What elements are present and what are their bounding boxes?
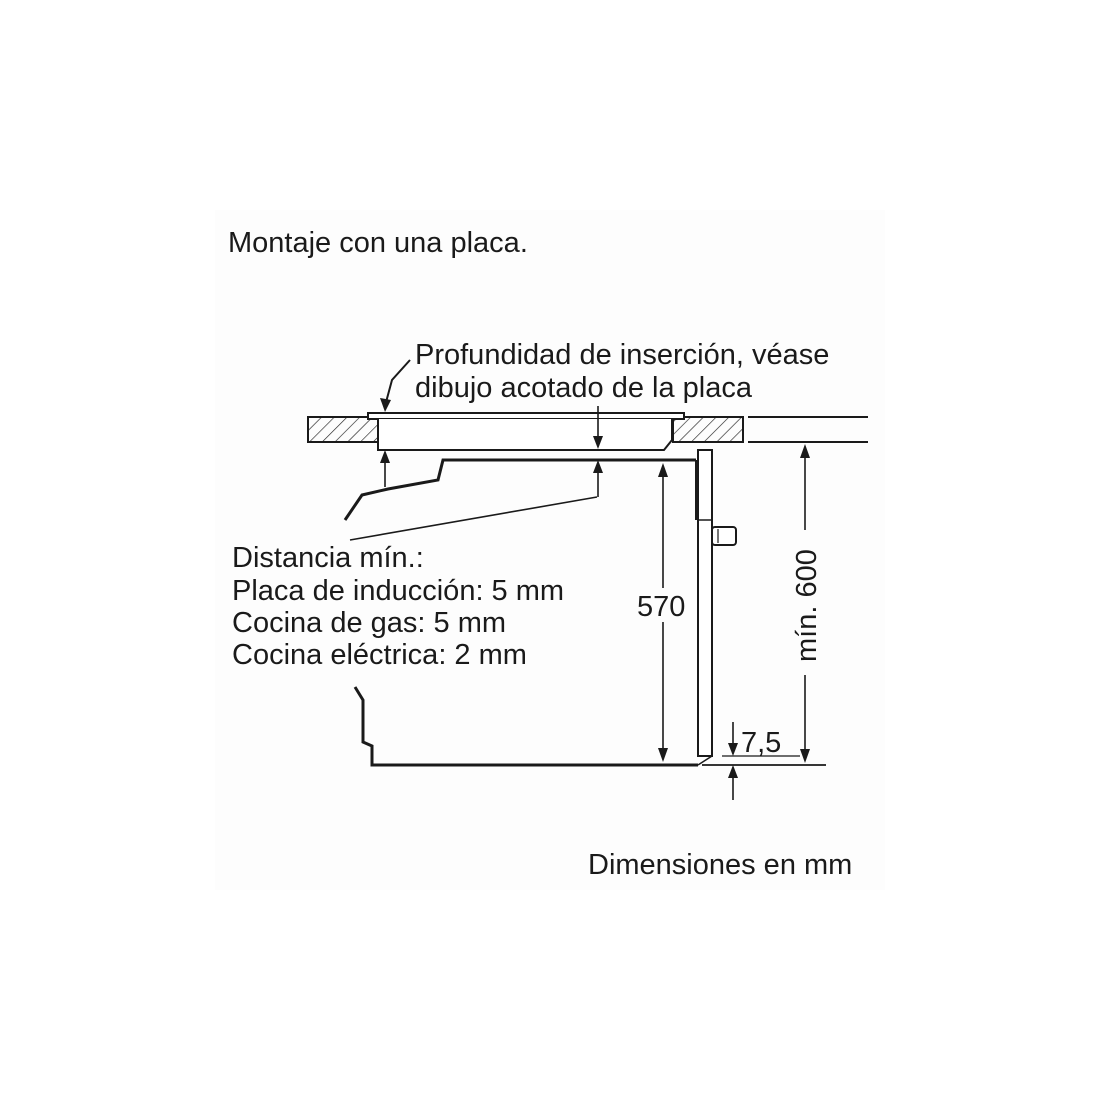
dimension-niche-height: mín. 600 — [791, 444, 823, 763]
oven-door — [697, 449, 713, 757]
insertion-leader-arrow — [380, 398, 391, 412]
distance-note-heading: Distancia mín.: — [232, 542, 424, 574]
dimension-bottom-gap: 7,5 — [702, 722, 826, 800]
oven-bottom-profile — [353, 686, 698, 767]
hob-gap-arrow-bottom-head — [593, 460, 603, 473]
dim-7-5-label: 7,5 — [741, 727, 781, 759]
hob-glass — [367, 412, 685, 420]
insertion-leader-line — [384, 359, 411, 407]
dim-570-label-bg — [634, 588, 692, 622]
dim-7-5-arrow-bottom — [728, 765, 738, 778]
insertion-note-line2: dibujo acotado de la placa — [415, 372, 753, 404]
oven-knob — [711, 526, 737, 546]
dimensions-footer: Dimensiones en mm — [588, 849, 852, 881]
dimension-appliance-height: 570 — [634, 463, 692, 762]
oven-top-profile — [343, 458, 696, 521]
insertion-note-line1: Profundidad de inserción, véase — [415, 339, 829, 371]
distance-leader-line — [349, 496, 598, 541]
distance-note-line-induction: Placa de inducción: 5 mm — [232, 575, 564, 607]
oven-door-bottom — [697, 755, 713, 766]
dim-7-5-arrow-top — [728, 743, 738, 756]
drawing-panel — [215, 210, 885, 890]
hob-body — [377, 419, 673, 451]
dim-570-label: 570 — [637, 591, 685, 623]
dim-570-arrow-bottom — [658, 748, 668, 762]
oven — [343, 449, 737, 767]
distance-note-line-electric: Cocina eléctrica: 2 mm — [232, 639, 527, 671]
dim-570-arrow-top — [658, 463, 668, 477]
diagram-title: Montaje con una placa. — [228, 227, 528, 259]
dim-600-arrow-top — [800, 444, 810, 458]
worktop-right — [672, 416, 744, 443]
dim-600-arrow-bottom — [800, 749, 810, 763]
worktop-left — [307, 416, 379, 443]
hob — [367, 412, 685, 451]
worktop-underside-arrow-head — [380, 450, 390, 463]
distance-note-line-gas: Cocina de gas: 5 mm — [232, 607, 506, 639]
dim-600-label: mín. 600 — [791, 549, 823, 662]
hob-gap-arrow-top-head — [593, 436, 603, 449]
